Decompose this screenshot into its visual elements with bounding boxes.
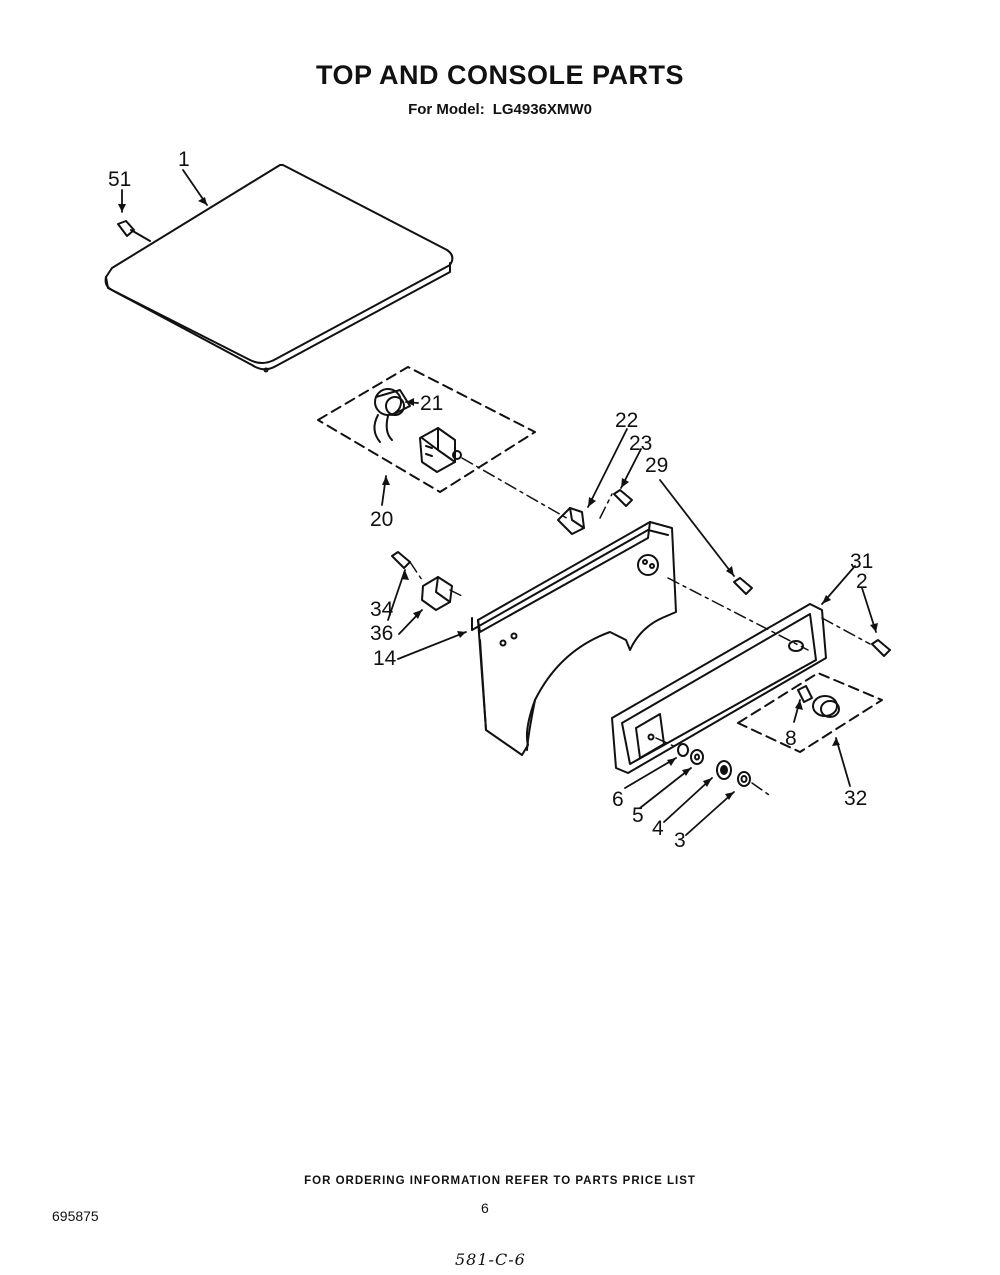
nut-part-3 [737, 771, 751, 787]
knob-part-8 [797, 685, 813, 703]
callout-1: 1 [178, 148, 190, 171]
model-subtitle: For Model: LG4936XMW0 [0, 101, 1000, 118]
callout-labels: 1 51 21 20 22 23 29 31 2 34 36 14 8 32 6… [108, 148, 873, 852]
knob-part-32 [812, 695, 840, 718]
callout-23: 23 [629, 432, 652, 455]
callout-8: 8 [785, 727, 797, 750]
ordering-info-note: FOR ORDERING INFORMATION REFER TO PARTS … [304, 1175, 696, 1187]
timer-assembly-box [317, 366, 536, 493]
screw-29-part [733, 577, 753, 595]
callout-20: 20 [370, 508, 393, 531]
callout-6: 6 [612, 788, 624, 811]
page-title: TOP AND CONSOLE PARTS [315, 60, 685, 90]
model-label: For Model: [408, 101, 485, 118]
bracket-part-22 [557, 507, 585, 535]
callout-51: 51 [108, 168, 131, 191]
timer-motor-part-21 [373, 388, 411, 443]
callout-32: 32 [844, 787, 867, 810]
callout-34: 34 [370, 598, 394, 621]
callout-22: 22 [615, 409, 638, 432]
console-part-14 [471, 521, 677, 756]
nut-part-5 [690, 749, 704, 765]
model-number: LG4936XMW0 [492, 101, 592, 118]
document-number: 695875 [52, 1208, 99, 1224]
leader-lines [121, 169, 877, 836]
timer-part-20 [419, 427, 462, 473]
screw-51-part [117, 220, 151, 242]
washer-part-6 [677, 743, 689, 757]
washer-part-4 [716, 760, 732, 780]
switch-part-36 [421, 576, 453, 611]
arrowheads [118, 197, 878, 800]
handwritten-note: 581-C-6 [455, 1250, 526, 1269]
page-number: 6 [481, 1200, 489, 1216]
callout-3: 3 [674, 829, 686, 852]
callout-5: 5 [632, 804, 644, 827]
alignment-lines [409, 457, 871, 798]
callout-14: 14 [373, 647, 397, 670]
screw-34-part [391, 551, 411, 569]
callout-36: 36 [370, 622, 393, 645]
callout-29: 29 [645, 454, 668, 477]
top-panel-part [104, 164, 454, 373]
knob-assembly-box [737, 672, 883, 753]
callout-4: 4 [652, 817, 664, 840]
callout-21: 21 [420, 392, 443, 415]
control-panel-part-31 [611, 603, 827, 774]
callout-2: 2 [856, 570, 868, 593]
screw-23-part [613, 489, 633, 507]
callout-31: 31 [850, 550, 873, 573]
screw-2-part [871, 639, 891, 657]
